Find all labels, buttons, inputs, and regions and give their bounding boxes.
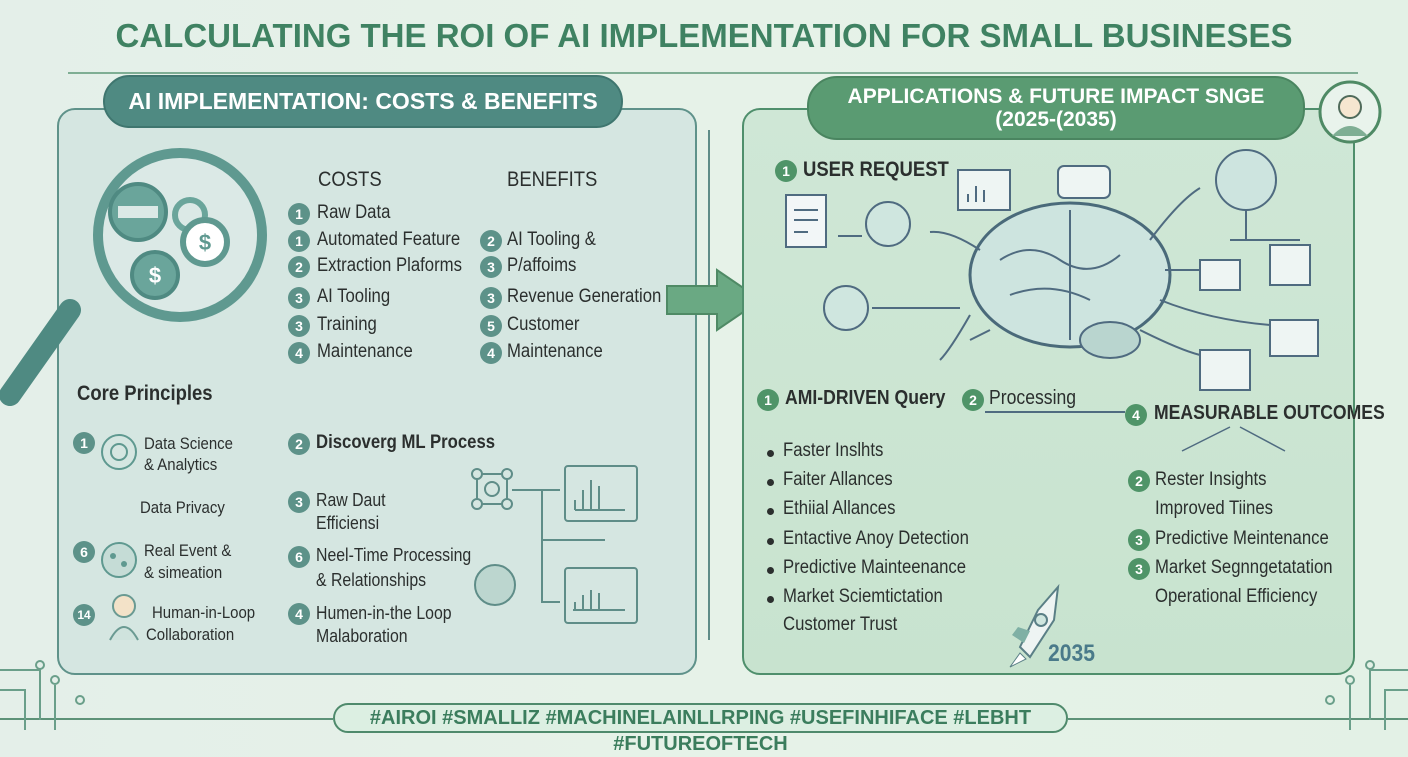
- bullet-item: Faiter Allances: [783, 469, 893, 490]
- query-label: AMI-DRIVEN Query: [785, 387, 946, 409]
- year-label: 2035: [1048, 640, 1095, 667]
- principle-text: Data Science: [144, 434, 233, 453]
- principle-text: & simeation: [144, 563, 223, 582]
- bullet-item: Market Sciemtictation: [783, 586, 943, 607]
- circuit-decoration-right: [1325, 660, 1408, 730]
- benefit-item: Maintenance: [507, 341, 603, 362]
- person-icon: [109, 594, 139, 641]
- process-badge: 2: [288, 433, 310, 455]
- process-text: Raw Daut: [316, 490, 386, 510]
- outcome-split-arrows: [1181, 426, 1286, 452]
- analytics-icon: [101, 434, 137, 470]
- principle-text: Real Event &: [144, 541, 232, 560]
- panel-divider: [708, 130, 710, 640]
- benefit-badge: 3: [480, 287, 502, 309]
- benefit-badge: 5: [480, 315, 502, 337]
- cost-item: Extraction Plaforms: [317, 255, 462, 276]
- result-badge: 3: [1128, 529, 1150, 551]
- principle-text: & Analytics: [144, 455, 218, 474]
- benefit-item: Customer: [507, 314, 580, 335]
- process-badge: 3: [288, 491, 310, 513]
- cost-badge: 2: [288, 256, 310, 278]
- process-text: Humen-in-the Loop: [316, 603, 452, 623]
- cost-badge: 3: [288, 315, 310, 337]
- svg-text:$: $: [199, 230, 211, 255]
- principle-badge: 14: [73, 604, 95, 626]
- bullet-item: Ethiial Allances: [783, 498, 896, 519]
- globe-network-icon: [101, 542, 137, 578]
- result-item: Rester Insights: [1155, 469, 1267, 490]
- process-badge: 6: [288, 546, 310, 568]
- rocket-icon: [1009, 583, 1060, 668]
- processing-badge: 2: [962, 389, 984, 411]
- costs-heading: COSTS: [318, 168, 382, 191]
- principle-text: Human-in-Loop: [152, 603, 256, 622]
- magnifier-gears-icon: $ $: [0, 148, 267, 406]
- process-text: & Relationships: [316, 570, 427, 590]
- process-text: Efficiensi: [316, 513, 380, 533]
- cost-badge: 3: [288, 287, 310, 309]
- page-title: CALCULATING THE ROI OF AI IMPLEMENTATION…: [115, 17, 1293, 54]
- result-item: Market Segnngetatation: [1155, 557, 1333, 578]
- processing-label: Processing: [989, 387, 1077, 409]
- cost-item: Training: [317, 314, 377, 335]
- benefit-item: P/affoims: [507, 255, 577, 276]
- benefit-badge: 2: [480, 230, 502, 252]
- hashtags-banner: #AIROI #SMALLIZ #MACHINELAINLLRPING #USE…: [333, 703, 1068, 755]
- cost-badge: 1: [288, 230, 310, 252]
- header-line-1: APPLICATIONS & FUTURE IMPACT SNGE: [847, 85, 1265, 108]
- costs-benefits-header: AI IMPLEMENTATION: COSTS & BENEFITS: [103, 75, 623, 128]
- benefit-item: Revenue Generation: [507, 286, 662, 307]
- svg-text:$: $: [149, 263, 161, 288]
- benefit-badge: 3: [480, 256, 502, 278]
- applications-header: APPLICATIONS & FUTURE IMPACT SNGE (2025-…: [807, 76, 1305, 140]
- header-line-2: (2025-(2035): [995, 108, 1117, 131]
- avatar-icon: [1318, 80, 1382, 144]
- principle-text: Data Privacy: [140, 498, 225, 517]
- outcomes-label: MEASURABLE OUTCOMES: [1154, 402, 1385, 424]
- cost-item: AI Tooling: [317, 286, 391, 307]
- principle-text: Collaboration: [146, 625, 235, 644]
- result-item: Predictive Meintenance: [1155, 528, 1329, 549]
- principle-badge: 1: [73, 432, 95, 454]
- footer-line-left: [0, 718, 333, 720]
- ai-brain-flow-diagram: [785, 149, 1319, 413]
- benefit-item: AI Tooling &: [507, 229, 596, 250]
- cost-item: Raw Data: [317, 202, 391, 223]
- bullet-item: Predictive Mainteenance: [783, 557, 967, 578]
- benefit-badge: 4: [480, 342, 502, 364]
- core-principles-heading: Core Principles: [77, 382, 213, 405]
- process-heading: Discoverg ML Process: [316, 432, 496, 453]
- user-request-label: USER REQUEST: [803, 158, 949, 181]
- process-text: Malaboration: [316, 626, 408, 646]
- result-badge: 3: [1128, 558, 1150, 580]
- cost-item: Automated Feature: [317, 229, 461, 250]
- process-text: Neel-Time Processing: [316, 545, 472, 565]
- cost-badge: 1: [288, 203, 310, 225]
- circuit-decoration-left: [0, 660, 85, 730]
- process-badge: 4: [288, 603, 310, 625]
- result-item: Improved Tiines: [1155, 498, 1274, 519]
- title-underline: [68, 72, 1358, 74]
- principle-badge: 6: [73, 541, 95, 563]
- ml-pipeline-diagram: [471, 465, 638, 624]
- cost-badge: 4: [288, 342, 310, 364]
- flow-arrow-icon: [666, 268, 763, 332]
- result-badge: 2: [1128, 470, 1150, 492]
- bullet-item: Entactive Anoy Detection: [783, 528, 969, 549]
- cost-item: Maintenance: [317, 341, 413, 362]
- user-request-badge: 1: [775, 160, 797, 182]
- benefits-heading: BENEFITS: [507, 168, 598, 191]
- outcomes-badge: 4: [1125, 404, 1147, 426]
- result-item: Operational Efficiency: [1155, 586, 1318, 607]
- query-badge: 1: [757, 389, 779, 411]
- bullet-item: Faster Inslhts: [783, 440, 884, 461]
- footer-line-right: [1068, 718, 1408, 720]
- bullet-item: Customer Trust: [783, 614, 898, 635]
